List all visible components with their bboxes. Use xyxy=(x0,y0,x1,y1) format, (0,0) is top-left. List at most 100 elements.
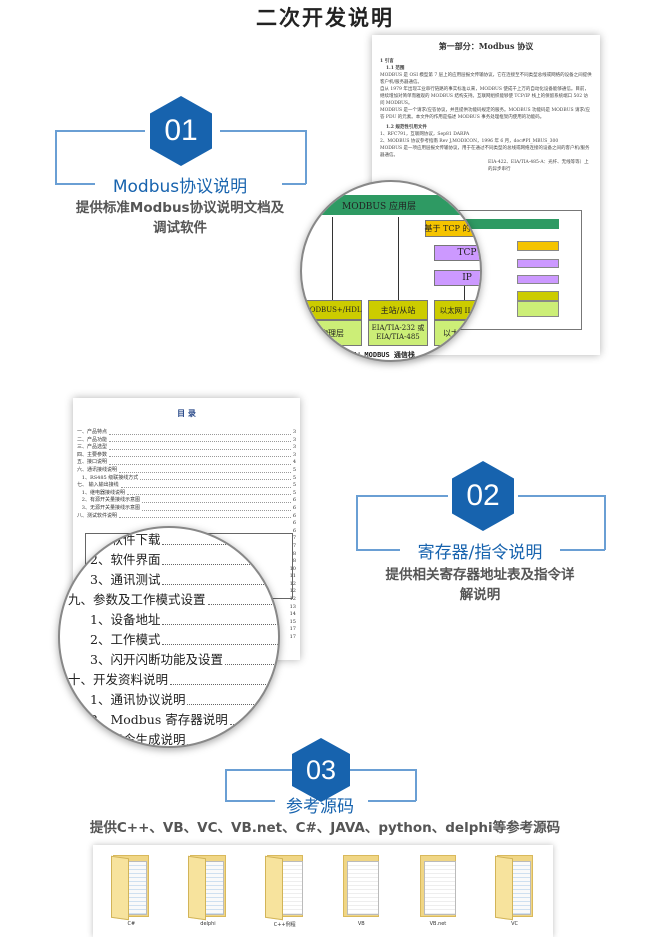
arrow xyxy=(464,286,465,300)
toc-zoom-label: 3、闪开闪断功能及设置 xyxy=(90,652,223,667)
toc-heading: 目 录 xyxy=(177,408,196,418)
toc-zoom-row: 2、软件界面 xyxy=(68,550,278,570)
toc-row-label: 2、有源开关量接线示意图 xyxy=(77,497,140,504)
leader-dots xyxy=(109,437,291,443)
leader-dots xyxy=(170,670,278,685)
leader-dots xyxy=(140,475,291,481)
toc-zoom-label: 1、软件下载 xyxy=(90,532,161,547)
page-title: 二次开发说明 xyxy=(256,6,394,30)
toc-row-label: 3、无源开关量接线示意图 xyxy=(77,504,140,511)
leader-dots xyxy=(162,610,278,625)
doc-line: 2、MODBUS 协议参考指南 Rev J,MODICON，1996 年 6 月… xyxy=(380,139,559,144)
folder-label: VB.net xyxy=(429,921,447,927)
doc-line: MODBUS 是 OSI 模型第 7 层上的应用层报文传输协议，它在连接至不同类… xyxy=(380,73,592,85)
document-heading: 第一部分：Modbus 协议 xyxy=(438,41,534,51)
section-number-badge: 01 xyxy=(150,96,212,166)
leader-dots xyxy=(187,730,278,745)
toc-zoom-row: 3、通讯测试 xyxy=(68,570,278,590)
toc-page-number: 7 xyxy=(292,535,296,542)
toc-zoom-label: 2、工作模式 xyxy=(90,632,161,647)
doc-line: 1 引言 xyxy=(380,59,394,64)
toc-row-page: 5 xyxy=(292,474,296,481)
folder-icon xyxy=(416,853,460,919)
toc-zoom-label: 1、通讯协议说明 xyxy=(90,692,186,707)
small-app-layer xyxy=(451,219,559,229)
col1-top: MODBUS+/HDL xyxy=(302,300,362,320)
bracket-line xyxy=(55,183,95,185)
folder-icon xyxy=(263,853,307,921)
small-tcp-modbus xyxy=(517,241,559,251)
leader-dots xyxy=(224,650,278,665)
folder-icon xyxy=(493,853,537,921)
leader-dots xyxy=(109,444,291,450)
bracket-line xyxy=(604,495,606,550)
bracket-line xyxy=(225,769,293,771)
folder-item[interactable]: VB xyxy=(326,853,396,937)
small-eth xyxy=(517,291,559,301)
toc-zoom-row: 2、Modbus 寄存器说明 xyxy=(68,710,278,730)
toc-row-page: 3 xyxy=(292,436,296,443)
section-number-badge: 03 xyxy=(292,738,350,802)
folder-item[interactable]: C# xyxy=(96,853,166,937)
leader-dots xyxy=(109,459,291,465)
bracket-line xyxy=(55,130,57,184)
leader-dots xyxy=(162,630,278,645)
bracket-line xyxy=(55,130,145,132)
toc-page-number: 14 xyxy=(289,611,296,618)
bracket-line xyxy=(560,549,605,551)
toc-row-label: 六、通讯接线说明 xyxy=(77,466,118,473)
bracket-line xyxy=(356,549,400,551)
toc-page-number: 17 xyxy=(289,634,296,641)
doc-line: 1.2 规范性引用文件 xyxy=(386,125,427,130)
toc-row-page: 3 xyxy=(292,429,296,435)
leader-dots xyxy=(229,710,278,725)
leader-dots xyxy=(162,530,278,545)
tcp-modbus-box: 基于 TCP 的 Modbus xyxy=(425,220,480,237)
bracket-line xyxy=(518,495,605,497)
folder-label: delphi xyxy=(200,921,216,927)
leader-dots xyxy=(207,590,278,605)
folder-item[interactable]: VC xyxy=(480,853,550,937)
small-ip xyxy=(517,275,559,284)
toc-row-page: 5 xyxy=(292,482,296,489)
small-tcp xyxy=(517,259,559,268)
toc-row-label: 四、主要参数 xyxy=(77,451,108,458)
toc-page-number: 7 xyxy=(292,542,296,549)
toc-row-page: 5 xyxy=(292,489,296,496)
folder-icon xyxy=(186,853,230,921)
bracket-line xyxy=(225,769,227,801)
bracket-line xyxy=(356,495,448,497)
section-title: 寄存器/指令说明 xyxy=(417,543,543,563)
leader-dots xyxy=(162,550,278,565)
leader-dots xyxy=(141,505,291,511)
toc-row-label: 1、继电器接线说明 xyxy=(77,489,125,496)
desc-line: 提供标准Modbus协议说明文档及 xyxy=(75,200,285,216)
folder-label: C++例程 xyxy=(273,922,296,928)
section-description: 提供C++、VB、VC、VB.net、C#、JAVA、python、delphi… xyxy=(89,820,561,836)
toc-row-label: 七、 输入输出接线 xyxy=(77,482,119,489)
leader-dots xyxy=(162,570,278,585)
section-number-badge: 02 xyxy=(452,461,514,531)
doc-line: 1、RFC791，互联网协议，Sep81 DARPA xyxy=(380,132,470,137)
folder-icon xyxy=(109,853,153,921)
folder-item[interactable]: VB.net xyxy=(403,853,473,937)
toc-zoom-label: 3、指令生成说明 xyxy=(90,732,186,747)
section-title: 参考源码 xyxy=(286,797,354,817)
toc-zoom-label: 2、Modbus 寄存器说明 xyxy=(90,712,228,727)
doc-line: EIA-422、EIA/TIA-485-A：光纤、无线等等）上的异步串行 xyxy=(488,160,589,172)
diagram-caption: 图 1：MODBUS 通信栈 xyxy=(342,351,415,359)
leader-dots xyxy=(187,690,278,705)
toc-row-page: 5 xyxy=(292,466,296,473)
folder-item[interactable]: delphi xyxy=(173,853,243,937)
app-layer-box: MODBUS 应用层 xyxy=(302,195,480,215)
leader-dots xyxy=(141,497,291,503)
folder-item[interactable]: C++例程 xyxy=(250,853,320,937)
bracket-line xyxy=(305,130,307,184)
toc-zoom-label: 2、软件界面 xyxy=(90,552,161,567)
